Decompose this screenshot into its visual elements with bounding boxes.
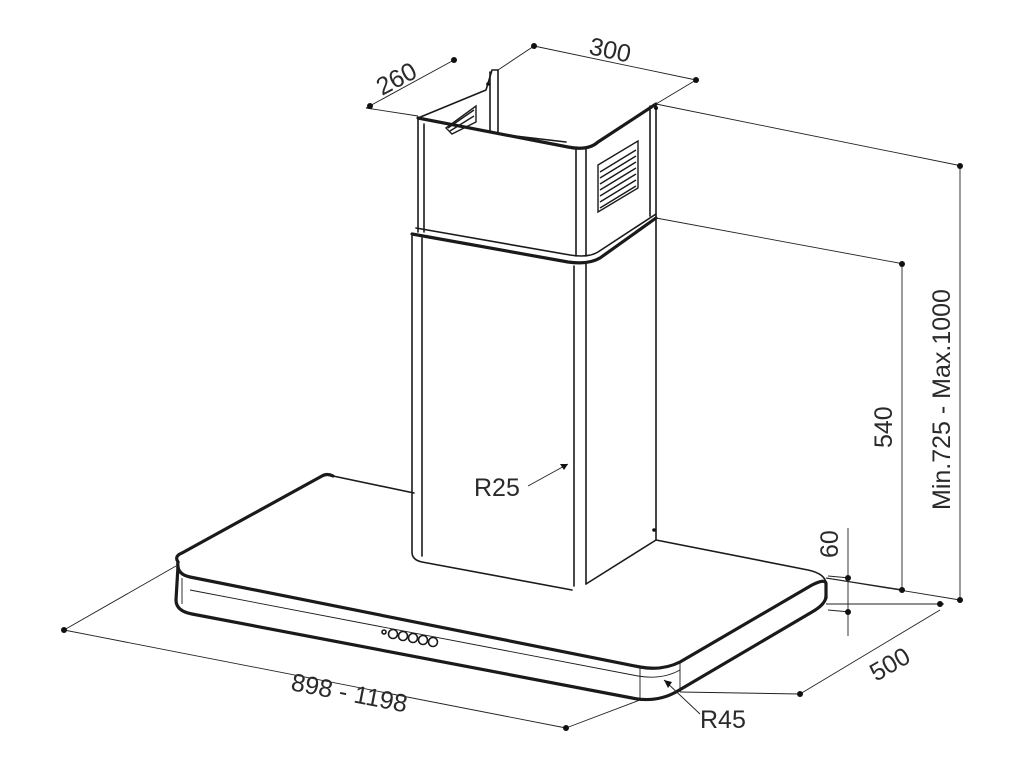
label-canopy-width: 898 - 1198 (289, 668, 410, 718)
upper-chimney-back-edge (497, 133, 567, 143)
upper-chimney-top-front (416, 102, 658, 150)
vent-grille-icon (597, 139, 639, 214)
label-chimney-radius: R25 (474, 474, 520, 502)
lower-chimney-right-side (585, 217, 657, 585)
dimension-lines (61, 43, 963, 731)
canopy (174, 472, 828, 702)
label-corner-radius: R45 (700, 706, 746, 734)
label-canopy-thickness: 60 (816, 530, 844, 558)
label-chimney-lower: 540 (870, 406, 898, 448)
back-vent-grille-icon (444, 104, 477, 135)
control-buttons-icon (381, 628, 439, 648)
chimney-joint-band (410, 216, 658, 265)
canopy-front-bottom-edge (174, 564, 828, 702)
dimension-labels: 260 300 Min.725 - Max.1000 540 60 500 89… (289, 32, 956, 734)
canopy-top-edge (175, 472, 335, 564)
label-chimney-width: 300 (587, 32, 634, 68)
chimney (410, 69, 658, 591)
chimney-joint-band-lower (415, 213, 657, 257)
label-canopy-depth: 500 (865, 642, 915, 687)
canopy-front-band (189, 589, 681, 678)
label-total-height: Min.725 - Max.1000 (928, 289, 956, 510)
lower-chimney-left-edge (411, 235, 573, 591)
canopy-right-back-edge (655, 539, 827, 585)
canopy-front-top-edge (176, 560, 828, 670)
canopy-back-edge (332, 475, 415, 494)
upper-chimney-top-back (417, 69, 499, 119)
label-chimney-depth: 260 (372, 57, 422, 101)
